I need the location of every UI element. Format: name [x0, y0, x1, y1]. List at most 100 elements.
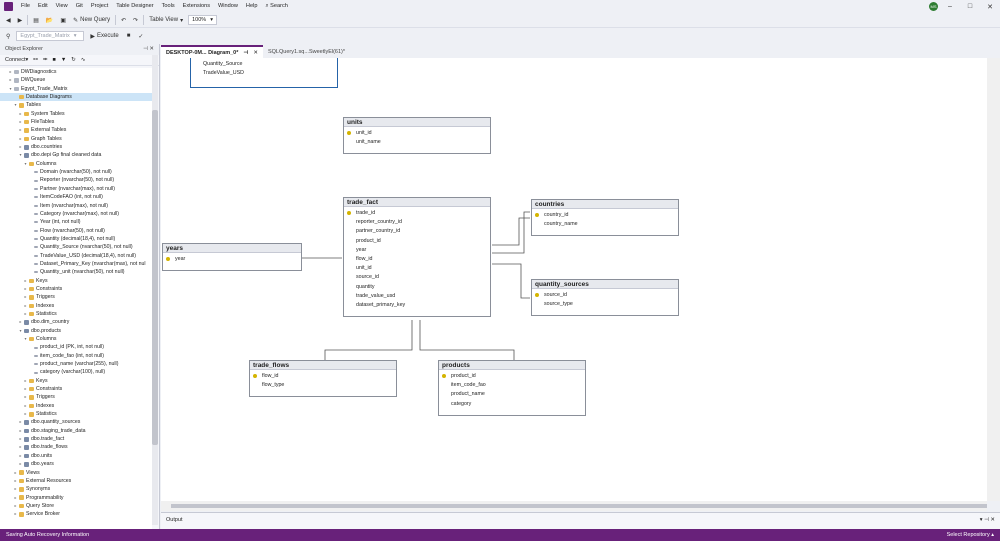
- tab-sqlquery[interactable]: SQLQuery1.sq...SweetlyEl(61)*: [263, 45, 350, 58]
- stop-icon[interactable]: ■: [52, 57, 56, 63]
- tree-node[interactable]: ▸dbo.quantity_sources: [0, 418, 152, 426]
- partial-table-card[interactable]: Quantity_Source TradeValue_USD: [190, 58, 338, 88]
- close-icon[interactable]: ✕: [149, 46, 154, 52]
- expand-icon[interactable]: ▸: [24, 377, 27, 383]
- tree-node[interactable]: Dataset_Primary_Key (nvarchar(max), not …: [0, 260, 152, 268]
- close-window-button[interactable]: ✕: [987, 3, 993, 11]
- disconnect-icon[interactable]: ⚮: [42, 57, 48, 63]
- expand-icon[interactable]: ▸: [14, 469, 17, 475]
- connect-db-icon[interactable]: ⚯: [33, 57, 38, 63]
- close-icon[interactable]: ✕: [990, 517, 995, 523]
- tree-node[interactable]: ▸Triggers: [0, 393, 152, 401]
- tree-node[interactable]: product_name (varchar(255), null): [0, 360, 152, 368]
- expand-icon[interactable]: ▸: [19, 110, 22, 116]
- table-column-row[interactable]: year: [344, 246, 490, 255]
- filter-icon[interactable]: ▼: [60, 57, 67, 63]
- expand-icon[interactable]: ▸: [14, 486, 17, 492]
- table-column-row[interactable]: unit_id: [344, 264, 490, 273]
- table-column-row[interactable]: flow_type: [250, 381, 396, 390]
- table-column-row[interactable]: product_id: [439, 372, 585, 381]
- expand-icon[interactable]: ▸: [24, 411, 27, 417]
- table-column-row[interactable]: unit_id: [344, 129, 490, 138]
- pin-icon[interactable]: ⊣: [984, 517, 989, 523]
- tree-node[interactable]: ▸Triggers: [0, 293, 152, 301]
- table-column-row[interactable]: year: [163, 255, 301, 264]
- avatar[interactable]: MS: [929, 2, 938, 11]
- menu-window[interactable]: Window: [218, 3, 238, 9]
- tree-node[interactable]: item_code_fao (int, not null): [0, 352, 152, 360]
- menu-table-designer[interactable]: Table Designer: [116, 3, 154, 9]
- expand-icon[interactable]: ▸: [24, 277, 27, 283]
- tree-node[interactable]: ▸dbo.trade_fact: [0, 435, 152, 443]
- undo-icon[interactable]: ↶: [121, 17, 127, 24]
- pin-icon[interactable]: ⊣: [243, 49, 249, 56]
- tree-node[interactable]: ▸Programmability: [0, 494, 152, 502]
- tree-node[interactable]: ▸Graph Tables: [0, 135, 152, 143]
- tree-node[interactable]: ▸dbo.staging_trade_data: [0, 427, 152, 435]
- expand-icon[interactable]: ▸: [19, 127, 22, 133]
- save-icon[interactable]: ▣: [60, 17, 67, 24]
- tree-node[interactable]: ▾Egypt_Trade_Matrix: [0, 85, 152, 93]
- tree-node[interactable]: Database Diagrams: [0, 93, 152, 102]
- tree-node[interactable]: Reporter (nvarchar(50), not null): [0, 176, 152, 184]
- expand-icon[interactable]: ▸: [24, 294, 27, 300]
- vertical-scrollbar[interactable]: [987, 58, 1000, 501]
- expand-icon[interactable]: ▸: [14, 502, 17, 508]
- tree-node[interactable]: ▸Keys: [0, 377, 152, 385]
- tree-node[interactable]: ▸dbo.years: [0, 460, 152, 468]
- menu-help[interactable]: Help: [245, 3, 258, 9]
- expand-icon[interactable]: ▸: [19, 119, 22, 125]
- tree-node[interactable]: ▸Statistics: [0, 310, 152, 318]
- expand-icon[interactable]: ▸: [14, 477, 17, 483]
- table-column-row[interactable]: partner_country_id: [344, 227, 490, 236]
- horizontal-scroll-thumb[interactable]: [171, 504, 987, 508]
- menu-git[interactable]: Git: [75, 3, 83, 9]
- tree-node[interactable]: Flow (nvarchar(50), not null): [0, 227, 152, 235]
- select-repository-button[interactable]: Select Repository ▴: [946, 532, 994, 538]
- tree-node[interactable]: Year (int, not null): [0, 218, 152, 226]
- collapse-icon[interactable]: ▾: [9, 85, 12, 91]
- expand-icon[interactable]: ▸: [9, 77, 12, 83]
- tree-node[interactable]: ▸Service Broker: [0, 510, 152, 518]
- expand-icon[interactable]: ▸: [19, 452, 22, 458]
- tree-node[interactable]: ▸Indexes: [0, 302, 152, 310]
- tree-node[interactable]: Domain (nvarchar(50), not null): [0, 168, 152, 176]
- menu-tools[interactable]: Tools: [161, 3, 175, 9]
- tree-scroll-thumb[interactable]: [152, 110, 158, 445]
- table-column-row[interactable]: flow_id: [250, 372, 396, 381]
- table-column-row[interactable]: quantity: [344, 283, 490, 292]
- expand-icon[interactable]: ▸: [19, 419, 22, 425]
- menu-edit[interactable]: Edit: [38, 3, 48, 9]
- debug-icon[interactable]: ■: [126, 33, 131, 39]
- tree-node[interactable]: ▸External Resources: [0, 477, 152, 485]
- table-column-row[interactable]: dataset_primary_key: [344, 301, 490, 310]
- search-menu[interactable]: ⌕ Search: [261, 0, 291, 13]
- expand-icon[interactable]: ▸: [24, 386, 27, 392]
- collapse-icon[interactable]: ▾: [14, 102, 17, 108]
- tree-node[interactable]: Quantity_Source (nvarchar(50), not null): [0, 243, 152, 251]
- table-column-row[interactable]: item_code_fao: [439, 381, 585, 390]
- tree-node[interactable]: ▾dbo.depi Gp final cleaned data: [0, 151, 152, 159]
- collapse-icon[interactable]: ▾: [19, 327, 22, 333]
- tree-node[interactable]: Partner (nvarchar(max), not null): [0, 185, 152, 193]
- tree-node[interactable]: Quantity_unit (nvarchar(50), not null): [0, 268, 152, 276]
- expand-icon[interactable]: ▸: [14, 511, 17, 517]
- table-column-row[interactable]: category: [439, 400, 585, 409]
- tab-diagram[interactable]: DESKTOP-0M... Diagram_0* ⊣ ✕: [161, 45, 263, 58]
- tree-node[interactable]: ▸Views: [0, 469, 152, 477]
- table-column-row[interactable]: source_type: [532, 300, 678, 309]
- tree-node[interactable]: ▾dbo.products: [0, 327, 152, 335]
- tree-node[interactable]: Quantity (decimal(18,4), not null): [0, 235, 152, 243]
- expand-icon[interactable]: ▸: [9, 69, 12, 74]
- table-view-button[interactable]: Table View▾: [149, 17, 184, 24]
- tree-node[interactable]: category (varchar(100), null): [0, 368, 152, 376]
- table-column-row[interactable]: flow_id: [344, 255, 490, 264]
- database-select[interactable]: Egypt_Trade_Matrix▾: [16, 31, 85, 41]
- tree-node[interactable]: Category (nvarchar(max), not null): [0, 210, 152, 218]
- table-column-row[interactable]: country_id: [532, 211, 678, 220]
- forward-icon[interactable]: ▶: [17, 17, 23, 24]
